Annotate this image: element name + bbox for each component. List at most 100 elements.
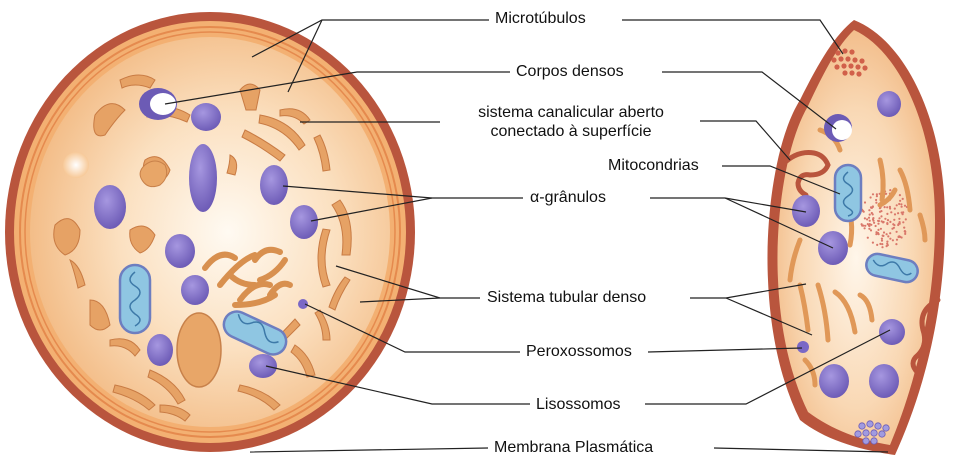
glycogen-dot [905,218,907,220]
label-microtubulos: Microtúbulos [492,9,589,28]
label-peroxossomos: Peroxossomos [523,342,635,361]
glycogen-dot [889,206,891,208]
glycogen-dot [886,233,888,235]
glycogen-dot [881,220,883,222]
glycogen-dot [877,232,879,234]
large-organelle-center [177,313,221,387]
glycogen-dot [899,200,901,202]
glycogen-dot [878,217,880,219]
glycogen-dot [877,229,879,231]
leader-canalicular-right [700,121,790,160]
glycogen-dot [873,222,875,224]
glycogen-dot [875,199,877,201]
label-alfa-granulos: α-grânulos [527,188,609,207]
label-mitocondrias: Mitocondrias [605,156,702,175]
glycogen-dot [898,236,900,238]
glycogen-dot [895,243,897,245]
label-lisossomos: Lisossomos [533,395,623,414]
glycogen-dot [896,231,898,233]
glycogen-dot [877,223,879,225]
glycogen-dot [864,217,866,219]
glycogen-dot [884,218,886,220]
glycogen-dot [876,244,878,246]
glycogen-dot [870,224,872,226]
glycogen-dot [870,196,872,198]
side-platelet [767,20,945,455]
glycogen-dot [899,194,901,196]
glycogen-dot [886,206,888,208]
leader-microtubulos-right [622,20,843,54]
glycogen-dot [901,206,903,208]
mitochondrion-left-1 [120,265,150,333]
glycogen-dot [881,238,883,240]
glycogen-dot [878,220,880,222]
glycogen-dot [902,211,904,213]
label-sistema-canalicular-line1: sistema canalicular aberto [446,103,696,122]
glycogen-dot [872,193,874,195]
glycogen-dot [896,204,898,206]
glycogen-dot [900,203,902,205]
leader-membrana-right [714,448,888,452]
glycogen-dot [879,211,881,213]
glycogen-dot [890,211,892,213]
glycogen-dot [867,223,869,225]
label-sistema-canalicular: sistema canalicular aberto conectado à s… [443,103,699,141]
glycogen-dot [898,218,900,220]
glycogen-dot [903,227,905,229]
glycogen-dot [879,243,881,245]
glycogen-dot [869,214,871,216]
glycogen-dot [904,233,906,235]
glycogen-dot [894,213,896,215]
glycogen-dot [881,243,883,245]
glycogen-dot [869,220,871,222]
glycogen-dot [889,189,891,191]
glycogen-dot [886,213,888,215]
glycogen-dot [867,237,869,239]
glycogen-dot [880,228,882,230]
glycogen-dot [866,218,868,220]
glycogen-dot [872,213,874,215]
glycogen-dot [886,222,888,224]
label-sistema-tubular-denso: Sistema tubular denso [484,288,649,307]
leader-membrana-left [250,448,488,452]
glycogen-dot [872,242,874,244]
glycogen-dot [904,205,906,207]
glycogen-dot [894,208,896,210]
glycogen-dot [881,246,883,248]
glycogen-dot [883,231,885,233]
glycogen-dot [896,239,898,241]
glycogen-dot [880,215,882,217]
glycogen-dot [901,236,903,238]
glycogen-dot [902,198,904,200]
glycogen-dot [864,201,866,203]
glycogen-dot [868,209,870,211]
glycogen-dot [875,202,877,204]
label-membrana-plasmatica: Membrana Plasmática [491,438,656,457]
dense-body-left [139,88,177,120]
glycogen-dot [889,238,891,240]
glycogen-dot [861,223,863,225]
glycogen-dot [876,193,878,195]
glow-spot [63,152,89,178]
glycogen-dot [893,219,895,221]
glycogen-dot [887,219,889,221]
glycogen-dot [893,224,895,226]
glycogen-dot [884,206,886,208]
glycogen-dot [872,206,874,208]
dense-body-right [824,114,852,142]
glycogen-dot [882,235,884,237]
glycogen-dot [864,227,866,229]
glycogen-dot [875,225,877,227]
peroxisome-right [797,341,809,353]
glycogen-dot [897,212,899,214]
glycogen-dot [892,239,894,241]
glycogen-dot [889,221,891,223]
glycogen-dot [889,232,891,234]
glycogen-dot [870,229,872,231]
glycogen-dot [872,218,874,220]
glycogen-dot [864,225,866,227]
label-sistema-canalicular-line2: conectado à superfície [446,122,696,141]
glycogen-dot [886,243,888,245]
